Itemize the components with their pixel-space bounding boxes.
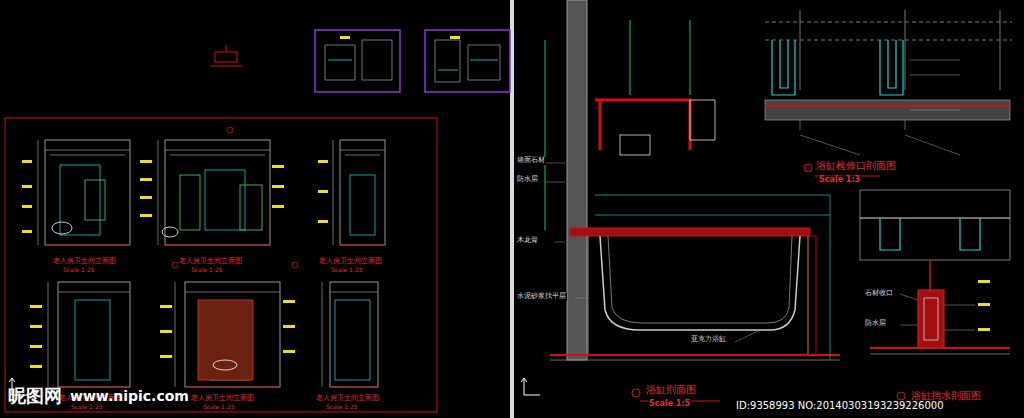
callout-label: 木龙骨 bbox=[516, 237, 539, 245]
drawing-title: 浴缸剖面图 bbox=[645, 384, 697, 395]
drawing-title: 浴缸检修口剖面图 bbox=[815, 160, 897, 171]
scale-note: Scale 1:25 bbox=[190, 267, 224, 274]
callout-label: 墙面石材 bbox=[516, 157, 546, 165]
callout-label: 防水层 bbox=[864, 320, 887, 328]
scale-note: Scale 1:25 bbox=[325, 404, 359, 411]
scale-note: Scale 1:25 bbox=[202, 404, 236, 411]
scale-note: Scale 1:25 bbox=[330, 267, 364, 274]
callout-label: 水泥砂浆找平层 bbox=[516, 293, 567, 301]
scale-note: Scale 1:3 bbox=[818, 176, 861, 185]
drawing-title: 浴缸挡水剖面图 bbox=[910, 390, 982, 401]
callout-label: 石材收口 bbox=[864, 290, 894, 298]
watermark: www.nipic.com bbox=[70, 389, 189, 404]
drawing-title: 老人房卫生间立面图 bbox=[190, 395, 255, 403]
callout-label: 亚克力浴缸 bbox=[690, 336, 727, 344]
watermark: 昵图网 bbox=[8, 386, 62, 406]
drawing-title: 老人房卫生间立面图 bbox=[178, 258, 243, 266]
drawing-title: 老人房卫生间立面图 bbox=[315, 395, 380, 403]
scale-note: Scale 1:5 bbox=[648, 400, 691, 409]
callout-label: 防水层 bbox=[516, 176, 539, 184]
scale-note: Scale 1:25 bbox=[62, 267, 96, 274]
scale-note: Scale 1:25 bbox=[70, 404, 104, 411]
drawing-title: 老人房卫生间立面图 bbox=[52, 258, 117, 266]
drawing-title: 老人房卫生间立面图 bbox=[318, 258, 383, 266]
image-id: ID:9358993 NO:20140303193239226000 bbox=[736, 400, 944, 411]
